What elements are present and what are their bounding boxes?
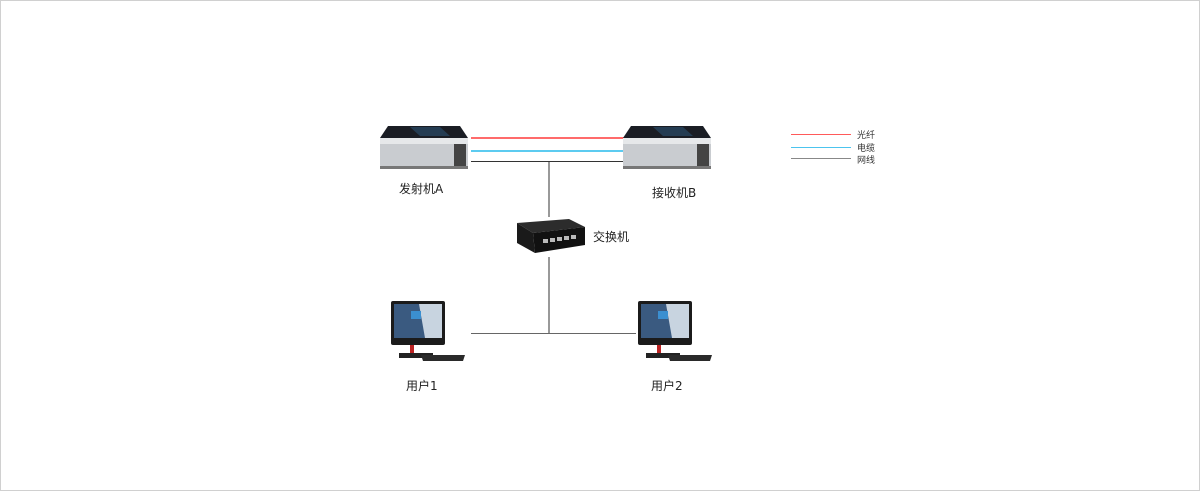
transmitter-device-icon	[380, 126, 468, 169]
network-link-users	[471, 333, 636, 334]
cable-link	[471, 150, 626, 152]
switch-device-icon	[517, 219, 585, 253]
legend-swatch-network	[791, 158, 851, 159]
network-link-ab	[471, 161, 626, 162]
user1-label: 用户1	[406, 379, 438, 393]
legend-label-cable: 电缆	[857, 144, 876, 154]
network-link-switch-down	[548, 257, 550, 334]
fiber-link	[471, 137, 626, 139]
receiver-device-icon	[623, 126, 711, 169]
user2-computer-icon	[638, 301, 712, 361]
legend-swatch-fiber	[791, 134, 851, 135]
receiver-label: 接收机B	[652, 186, 697, 200]
legend-label-network: 网线	[857, 156, 876, 166]
user1-computer-icon	[391, 301, 465, 361]
legend-swatch-cable	[791, 147, 851, 148]
switch-label: 交换机	[593, 230, 630, 244]
transmitter-label: 发射机A	[399, 182, 444, 196]
network-link-switch-up	[548, 162, 550, 217]
legend-label-fiber: 光纤	[857, 131, 876, 141]
user2-label: 用户2	[651, 379, 683, 393]
